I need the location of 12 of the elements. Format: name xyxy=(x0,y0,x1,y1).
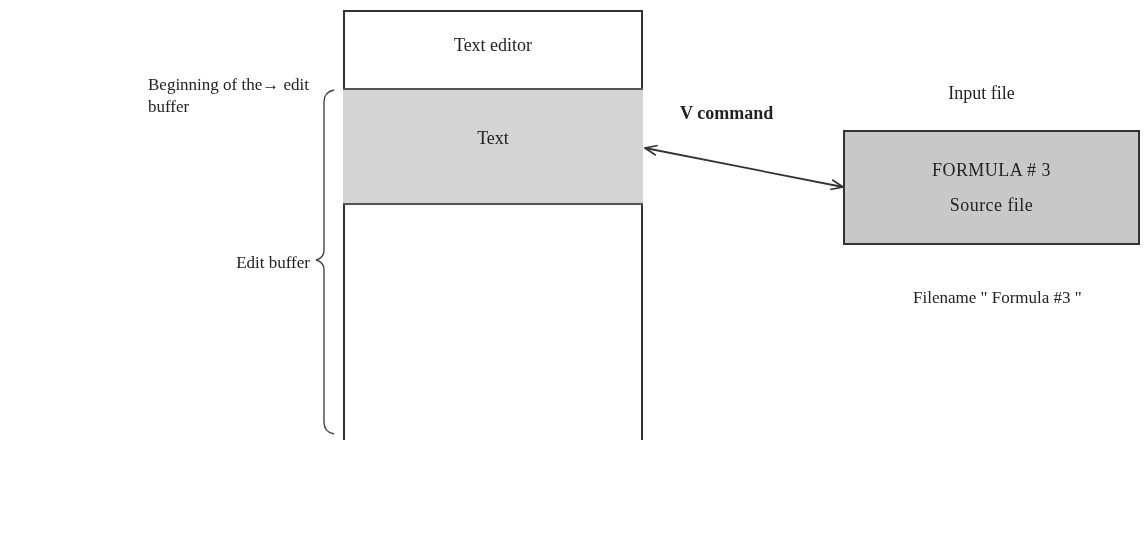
box-heading: Input file xyxy=(947,82,1016,105)
text-band xyxy=(343,88,643,205)
source-file-box xyxy=(843,130,1140,245)
editor-title: Text editor xyxy=(452,34,534,57)
file-type: Source file xyxy=(949,193,1034,217)
band-label: Text xyxy=(477,127,509,150)
file-id: FORMULA # 3 xyxy=(932,158,1051,182)
buffer-label: Edit buffer xyxy=(235,252,310,274)
buffer-start-label: Beginning of the→ edit buffer xyxy=(148,74,310,118)
arrow xyxy=(644,144,844,191)
file-caption: Filename " Formula #3 " xyxy=(913,287,1082,309)
editor-column xyxy=(343,10,643,440)
